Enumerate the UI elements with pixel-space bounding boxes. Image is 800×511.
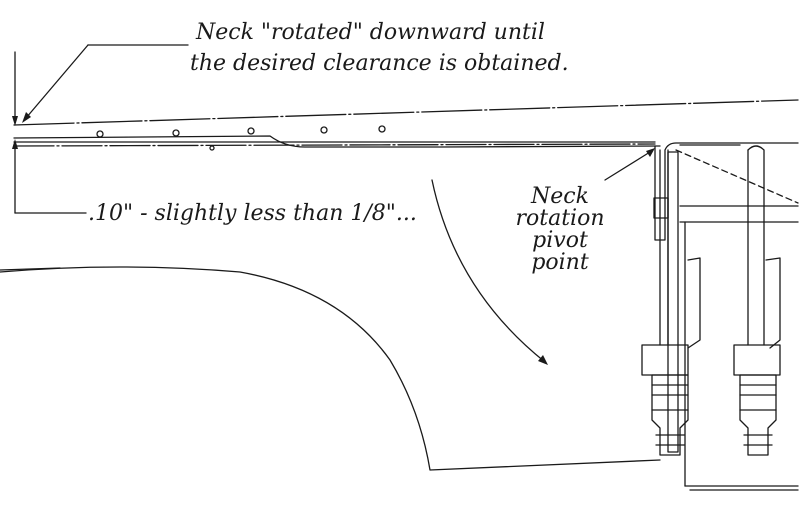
pivot-leader [605, 148, 655, 180]
adjustment-rod-right [734, 146, 780, 455]
original-neck-line-lower [14, 144, 655, 146]
rotated-note-line-2: the desired clearance is obtained. [190, 51, 569, 76]
fret-markers [97, 126, 385, 150]
pivot-label-line-4: point [531, 250, 589, 275]
pivot-label-line-2: rotation [515, 206, 605, 231]
rotation-arrow [432, 180, 548, 365]
pivot-label-line-1: Neck [531, 184, 589, 209]
pivot-label-line-3: pivot [532, 228, 588, 253]
gap-dimension [12, 52, 86, 213]
guitar-body-outline [0, 267, 660, 470]
rotated-note-leader [22, 45, 188, 123]
rotated-note-line-1: Neck "rotated" downward until [196, 20, 545, 45]
adjustment-rod-left [642, 150, 700, 455]
neck-heel-block [654, 143, 798, 490]
rotated-neck-line [14, 100, 798, 125]
gap-note: .10" - slightly less than 1/8"... [88, 201, 417, 226]
